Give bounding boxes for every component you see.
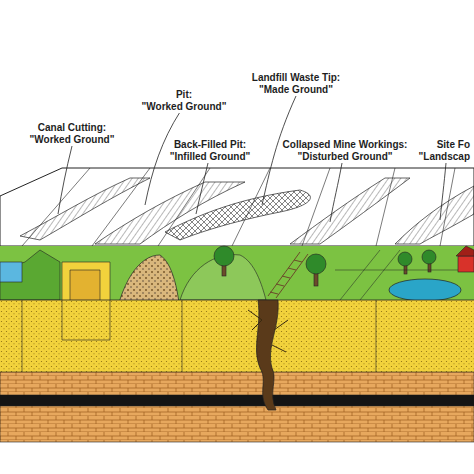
callout-label: "Made Ground"	[258, 84, 334, 96]
callout-label: Landfill Waste Tip:	[251, 72, 341, 84]
callout-label: "Worked Ground"	[29, 134, 116, 146]
callout-label: Site Fo	[436, 139, 471, 151]
callout-label: Back-Filled Pit:	[173, 139, 247, 151]
callout-label: "Worked Ground"	[141, 101, 228, 113]
callout-label: "Disturbed Ground"	[296, 151, 393, 163]
callout-label: Collapsed Mine Workings:	[282, 139, 409, 151]
callout-label: "Landscap	[418, 151, 471, 163]
callout-label: Canal Cutting:	[37, 122, 107, 134]
callout-label: Pit:	[175, 89, 193, 101]
callout-label: "Infilled Ground"	[169, 151, 252, 163]
